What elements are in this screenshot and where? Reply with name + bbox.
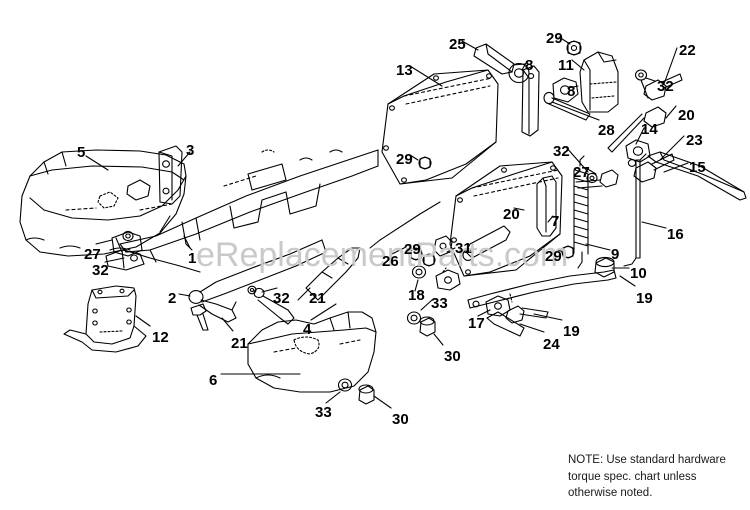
part-11-mount-bracket (579, 51, 619, 113)
hardware-note: NOTE: Use standard hardware torque spec.… (568, 452, 750, 502)
callout-number-18: 18 (408, 287, 425, 304)
callout-number-29: 29 (396, 151, 413, 168)
callout-number-19: 19 (563, 323, 580, 340)
callout-number-25: 25 (449, 36, 466, 53)
callout-number-16: 16 (667, 226, 684, 243)
callout-number-14: 14 (641, 121, 658, 138)
part-28-post (521, 65, 540, 137)
part-30-cap-b (419, 316, 436, 337)
callout-number-3: 3 (186, 142, 195, 159)
part-23-bolt (633, 153, 675, 183)
callout-number-15: 15 (689, 159, 706, 176)
part-12-shield (63, 285, 147, 353)
part-29-nut-a (409, 247, 423, 261)
part-32-washer-d (634, 69, 649, 99)
part-18-bushing (411, 265, 427, 279)
part-20-bolt (607, 106, 667, 153)
callout-number-30: 30 (392, 411, 409, 428)
part-22-bolt (643, 73, 683, 101)
callout-number-33: 33 (315, 404, 332, 421)
callout-number-17: 17 (468, 315, 485, 332)
callout-number-28: 28 (598, 122, 615, 139)
callout-number-2: 2 (168, 290, 177, 307)
callout-number-21: 21 (231, 335, 248, 352)
callout-number-32: 32 (92, 262, 109, 279)
part-2-pivot-rod (188, 239, 327, 323)
note-line-1: NOTE: Use standard hardware (568, 454, 726, 466)
part-13-side-plate (381, 69, 499, 185)
callout-number-29: 29 (545, 248, 562, 265)
part-17-knuckle-b (485, 295, 511, 317)
callout-number-32: 32 (273, 290, 290, 307)
note-line-2: torque spec. chart unless (568, 470, 697, 483)
part-17-knuckle-a (435, 267, 461, 291)
part-25-pin (473, 43, 515, 75)
callout-number-27: 27 (573, 164, 590, 181)
callout-number-33: 33 (431, 295, 448, 312)
callout-number-24: 24 (543, 336, 560, 353)
note-line-3: otherwise noted. (568, 487, 653, 500)
part-32-washer-b (247, 285, 257, 295)
part-27-32-pivot-hardware (105, 230, 145, 271)
callout-number-22: 22 (679, 42, 696, 59)
part-16-vertical-rod (623, 153, 647, 267)
callout-number-7: 7 (551, 213, 560, 230)
callout-number-26: 26 (382, 253, 399, 270)
callout-number-10: 10 (630, 265, 647, 282)
callout-number-19: 19 (636, 290, 653, 307)
part-24-pin (486, 311, 525, 337)
callout-number-8: 8 (567, 83, 576, 100)
part-33-bushing-b (406, 311, 422, 325)
part-20-shaft (462, 225, 511, 261)
callout-number-29: 29 (404, 241, 421, 258)
part-31-link (433, 235, 453, 257)
callout-number-5: 5 (77, 144, 86, 161)
part-10-cap (594, 256, 615, 278)
callout-number-1: 1 (188, 250, 197, 267)
callout-number-20: 20 (678, 107, 695, 124)
part-32-washer-c (586, 172, 598, 184)
callout-number-12: 12 (152, 329, 169, 346)
part-30-cap-a (358, 384, 375, 405)
callout-number-30: 30 (444, 348, 461, 365)
part-7-hanger-strap (536, 175, 557, 237)
leader-lines (85, 36, 689, 409)
part-29-nut-upper (566, 40, 582, 56)
part-33-bushing-a (337, 378, 353, 392)
part-14-knuckle (625, 139, 651, 167)
callout-number-32: 32 (657, 78, 674, 95)
part-4-lift-link (305, 247, 361, 301)
callout-number-8: 8 (525, 57, 534, 74)
callout-number-6: 6 (209, 372, 218, 389)
part-5-left-fender (19, 149, 187, 257)
callout-number-20: 20 (503, 206, 520, 223)
part-1-lower-rail (115, 237, 201, 273)
part-27-bolt-c (575, 169, 619, 189)
part-20-side-plate (449, 161, 563, 277)
callout-number-11: 11 (558, 57, 574, 74)
part-28-pin (543, 91, 591, 121)
part-3-bracket (158, 145, 183, 205)
part-29-nut-b (422, 253, 436, 267)
part-6-lower-housing (247, 311, 377, 393)
callout-number-31: 31 (455, 240, 472, 257)
callout-number-9: 9 (611, 246, 620, 263)
callout-number-4: 4 (303, 321, 312, 338)
part-26-pin (369, 201, 441, 249)
callout-number-27: 27 (84, 246, 101, 263)
callout-number-23: 23 (686, 132, 703, 149)
callout-number-21: 21 (309, 290, 326, 307)
callout-number-13: 13 (396, 62, 413, 79)
callout-number-32: 32 (553, 143, 570, 160)
part-29-nut-panel (418, 156, 432, 170)
part-21-bolt-a (190, 303, 209, 331)
callout-number-29: 29 (546, 30, 563, 47)
part-10-linkage-bar (467, 269, 617, 309)
part-19-bolt-a (505, 305, 549, 324)
